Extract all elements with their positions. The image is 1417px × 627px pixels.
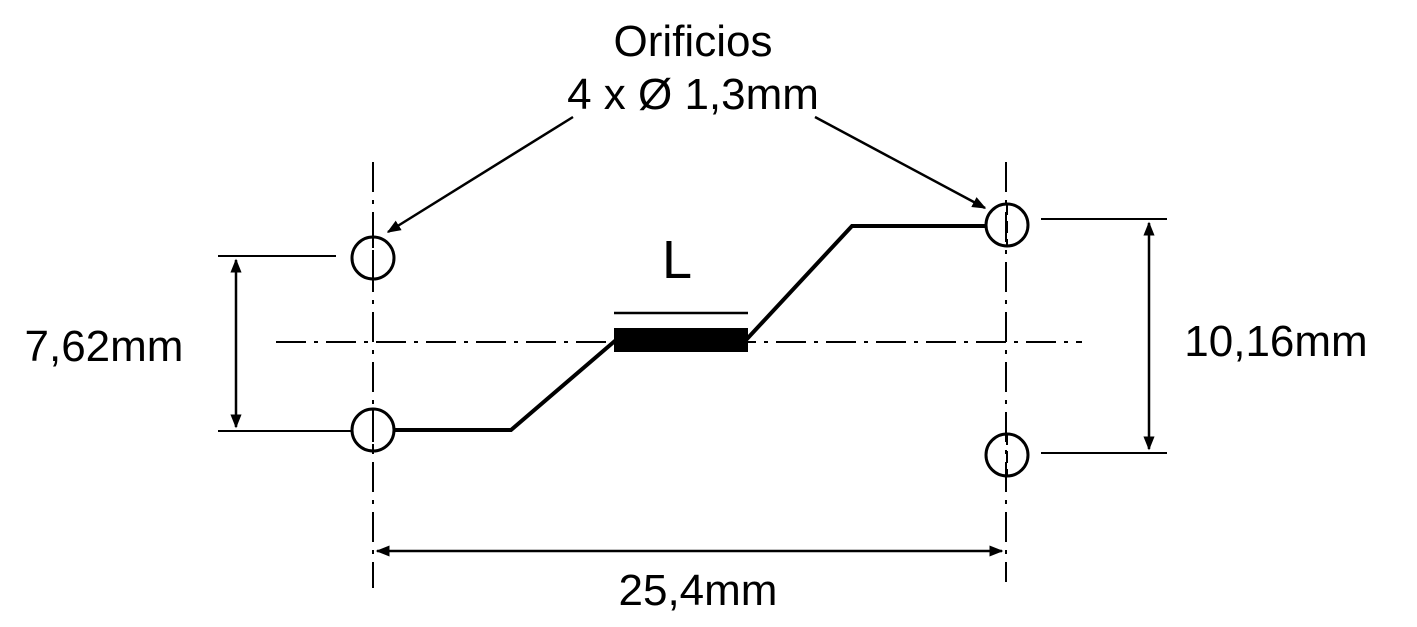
component-body [614,328,748,352]
left-dimension: 7,62mm [25,255,352,432]
leader-arrow-right [814,115,987,210]
component: L [394,224,986,432]
right-dimension-label: 10,16mm [1184,317,1367,366]
leader-arrow-left [386,115,574,234]
holes-title: Orificios [614,17,773,66]
bottom-dimension-label: 25,4mm [619,566,778,615]
component-lead-right [744,224,986,342]
left-dimension-label: 7,62mm [25,322,184,371]
bottom-dimension: 25,4mm [375,545,1004,615]
right-dimension: 10,16mm [1041,218,1368,454]
holes-spec: 4 x Ø 1,3mm [567,70,819,119]
component-label: L [662,230,692,290]
holes-annotation: Orificios 4 x Ø 1,3mm [386,17,987,234]
component-lead-left [394,338,618,432]
